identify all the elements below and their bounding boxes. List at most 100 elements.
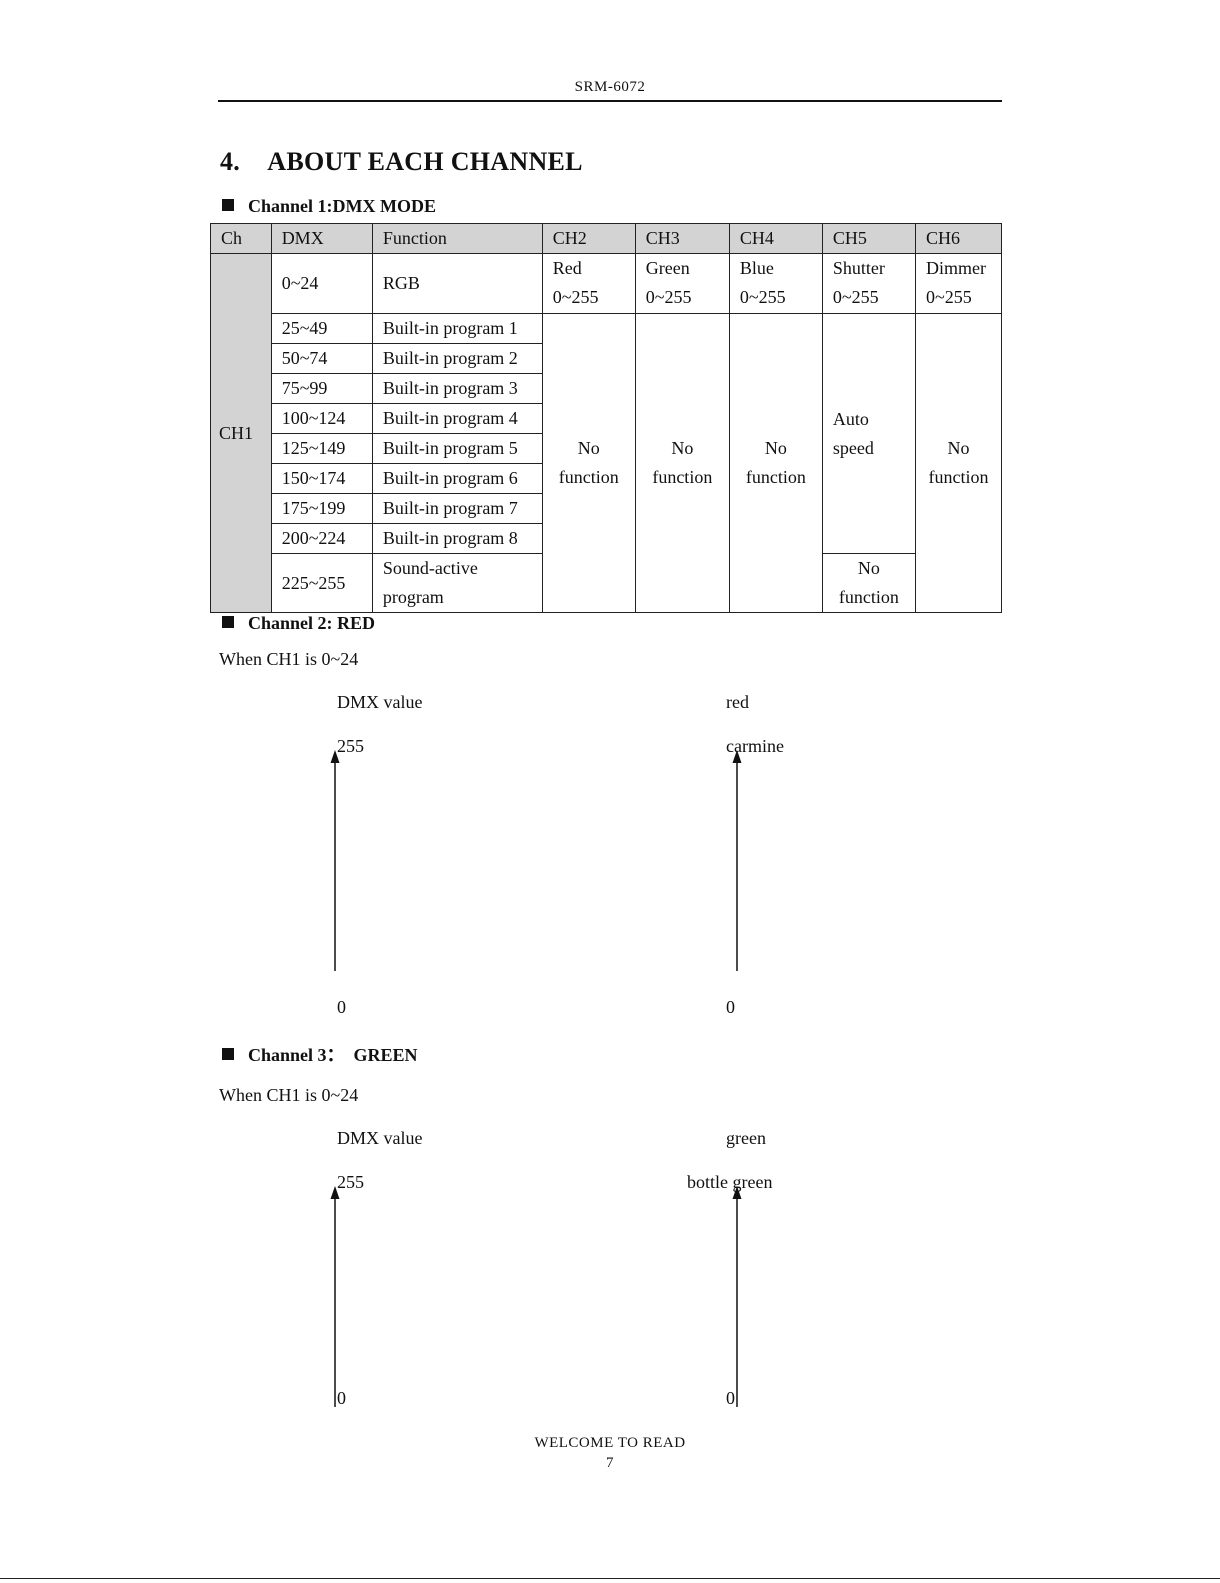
function-cell: Built-in program 6 — [371, 463, 543, 494]
channel3-left-axis-label: DMX value — [337, 1128, 423, 1148]
section-title: 4. ABOUT EACH CHANNEL — [220, 147, 583, 176]
ch5-auto-speed-cell: Auto speed — [821, 313, 916, 554]
channel3-left-top-value: 255 — [337, 1172, 364, 1192]
channel2-heading-text: Channel 2: RED — [248, 613, 376, 633]
channel2-condition: When CH1 is 0~24 — [219, 649, 359, 669]
table-header-cell: CH6 — [914, 223, 1003, 254]
table-header-cell: DMX — [270, 223, 373, 254]
dmx-range-cell: 25~49 — [270, 313, 373, 344]
channel3-right-axis-label: green — [726, 1128, 766, 1148]
ch6-rgb-line2: 0~255 — [925, 287, 972, 307]
channel3-right-bottom-value: 0 — [726, 1388, 735, 1408]
table-header-cell: CH4 — [728, 223, 823, 254]
channel2-left-arrow-icon — [330, 750, 340, 971]
function-cell: RGB — [371, 253, 543, 314]
dmx-range-cell: 75~99 — [270, 373, 373, 404]
function-cell: Built-in program 3 — [371, 373, 543, 404]
channel2-left-top-value: 255 — [337, 736, 364, 756]
table-header-cell: Function — [371, 223, 543, 254]
table-row: 175~199 Built-in program 7 — [211, 493, 1002, 524]
channel2-right-arrow-icon — [732, 750, 742, 971]
function-line1: Sound-active — [382, 558, 478, 578]
dmx-range-cell: 0~24 — [270, 253, 373, 314]
table-header-cell: CH2 — [541, 223, 636, 254]
table-row: 75~99 Built-in program 3 — [211, 373, 1002, 404]
ch4-rgb-line2: 0~255 — [739, 287, 786, 307]
table-row: 150~174 Built-in program 6 — [211, 463, 1002, 494]
page-number: 7 — [606, 1455, 614, 1471]
dmx-range-cell: 150~174 — [270, 463, 373, 494]
channel2-left-axis-label: DMX value — [337, 692, 423, 712]
ch5-rgb-line2: 0~255 — [832, 287, 879, 307]
bullet-square-icon — [222, 1048, 234, 1060]
table-header-row: Ch DMX Function CH2 CH3 CH4 CH5 CH6 — [210, 223, 1003, 254]
footer-text: WELCOME TO READ — [534, 1435, 686, 1451]
channel3-right-top-value: bottle green — [687, 1172, 773, 1192]
table-header-cell: Ch — [210, 223, 272, 254]
ch4-no-function-cell: No function — [728, 313, 823, 613]
table-row: 200~224 Built-in program 8 — [211, 523, 1002, 554]
channel2-heading: Channel 2: RED — [222, 613, 375, 634]
channel3-left-bottom-value: 0 — [337, 1388, 346, 1408]
table-row: 100~124 Built-in program 4 — [211, 403, 1002, 434]
dmx-range-cell: 100~124 — [270, 403, 373, 434]
function-cell: Built-in program 5 — [371, 433, 543, 464]
channel3-left-arrow-icon — [330, 1186, 340, 1407]
no-function-line1: No — [857, 558, 880, 578]
page-header-model: SRM-6072 — [574, 79, 646, 95]
bullet-square-icon — [222, 616, 234, 628]
ch5-rgb-line1: Shutter — [832, 258, 885, 278]
table-row: 25~49 Built-in program 1 No function No fu… — [211, 313, 1003, 613]
no-function-line2: function — [558, 467, 619, 487]
ch4-rgb-cell: Blue 0~255 — [728, 253, 823, 314]
channel2-right-axis-label: red — [726, 692, 749, 712]
no-function-line2: function — [838, 587, 899, 607]
no-function-line1: No — [577, 438, 600, 458]
no-function-line1: No — [764, 438, 787, 458]
channel1-heading-text: Channel 1:DMX MODE — [248, 196, 436, 216]
function-cell: Built-in program 1 — [371, 313, 543, 344]
no-function-line2: function — [652, 467, 713, 487]
function-cell: Sound-active program — [371, 553, 543, 613]
header-rule — [218, 100, 1002, 102]
channel1-table: Ch DMX Function CH2 CH3 CH4 CH5 CH6 CH1 … — [210, 223, 1003, 613]
ch2-no-function-cell: No function — [541, 313, 636, 613]
function-cell: Built-in program 4 — [371, 403, 543, 434]
auto-speed-line1: Auto — [832, 408, 869, 429]
ch5-rgb-cell: Shutter 0~255 — [821, 253, 916, 314]
ch3-no-function-cell: No function — [634, 313, 730, 613]
bottom-rule — [0, 1578, 1220, 1579]
channel2-right-bottom-value: 0 — [726, 997, 735, 1017]
table-row: 225~255 Sound-active program No function — [211, 553, 1002, 613]
function-cell: Built-in program 7 — [371, 493, 543, 524]
ch4-rgb-line1: Blue — [739, 258, 774, 278]
ch6-no-function-cell: No function — [914, 313, 1003, 613]
dmx-range-cell: 225~255 — [270, 553, 373, 613]
no-function-line1: No — [671, 438, 694, 458]
table-row: 125~149 Built-in program 5 — [211, 433, 1002, 464]
table-row: 50~74 Built-in program 2 — [211, 343, 1002, 374]
no-function-line2: function — [745, 467, 806, 487]
channel2-right-top-value: carmine — [726, 736, 784, 756]
function-cell: Built-in program 8 — [371, 523, 543, 554]
function-cell: Built-in program 2 — [371, 343, 543, 374]
dmx-range-cell: 200~224 — [270, 523, 373, 554]
ch5-no-function-cell: No function — [821, 553, 916, 613]
table-header-cell: CH5 — [821, 223, 916, 254]
no-function-line1: No — [947, 438, 970, 458]
channel3-condition: When CH1 is 0~24 — [219, 1085, 359, 1105]
function-line2: program — [382, 587, 444, 607]
dmx-range-cell: 175~199 — [270, 493, 373, 524]
auto-speed-line2: speed — [832, 437, 874, 458]
table-header-cell: CH3 — [634, 223, 730, 254]
dmx-range-cell: 125~149 — [270, 433, 373, 464]
no-function-line2: function — [928, 467, 989, 487]
channel2-left-bottom-value: 0 — [337, 997, 346, 1017]
dmx-range-cell: 50~74 — [270, 343, 373, 374]
bullet-square-icon — [222, 199, 234, 211]
channel3-heading: Channel 3： GREEN — [222, 1041, 418, 1067]
